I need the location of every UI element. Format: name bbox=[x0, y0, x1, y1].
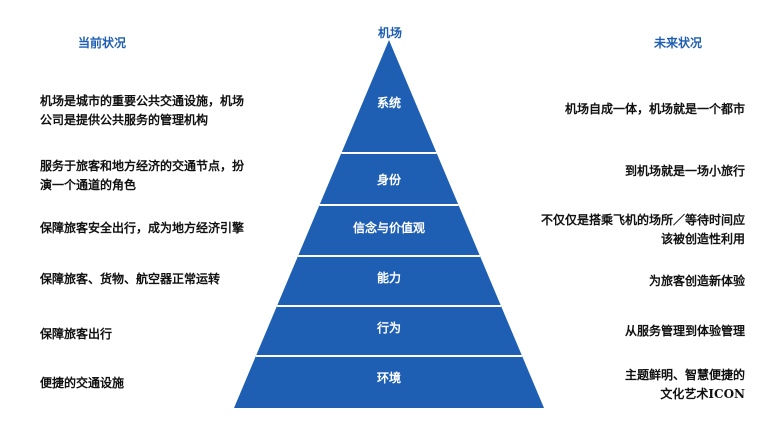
pyramid-level-6: 环境 bbox=[377, 370, 401, 385]
current-row-5: 保障旅客出行 bbox=[40, 327, 113, 341]
pyramid-top-label: 机场 bbox=[378, 26, 403, 40]
pyramid-level-1: 系统 bbox=[377, 95, 401, 110]
pyramid-level-2: 身份 bbox=[377, 172, 402, 187]
current-row-2: 服务于旅客和地方经济的交通节点，扮演一个通道的角色 bbox=[40, 159, 245, 192]
future-row-6: 主题鲜明、智慧便捷的文化艺术ICON bbox=[624, 368, 745, 401]
current-row-1: 机场是城市的重要公共交通设施，机场公司是提供公共服务的管理机构 bbox=[40, 94, 245, 127]
future-row-1: 机场自成一体，机场就是一个都市 bbox=[564, 102, 745, 116]
current-row-6: 便捷的交通设施 bbox=[40, 376, 125, 390]
pyramid-shape bbox=[234, 40, 544, 408]
pyramid-level-5: 行为 bbox=[376, 320, 401, 335]
current-row-3: 保障旅客安全出行，成为地方经济引擎 bbox=[40, 221, 245, 235]
future-row-4: 为旅客创造新体验 bbox=[648, 274, 745, 288]
pyramid-level-3: 信念与价值观 bbox=[353, 220, 425, 235]
pyramid-level-4: 能力 bbox=[377, 270, 401, 285]
future-row-2: 到机场就是一场小旅行 bbox=[624, 164, 745, 178]
current-state-header: 当前状况 bbox=[78, 36, 127, 50]
future-state-header: 未来状况 bbox=[654, 36, 703, 50]
future-row-5: 从服务管理到体验管理 bbox=[624, 324, 745, 338]
current-row-4: 保障旅客、货物、航空器正常运转 bbox=[40, 272, 221, 286]
future-row-3: 不仅仅是搭乘飞机的场所／等待时间应该被创造性利用 bbox=[540, 213, 745, 246]
